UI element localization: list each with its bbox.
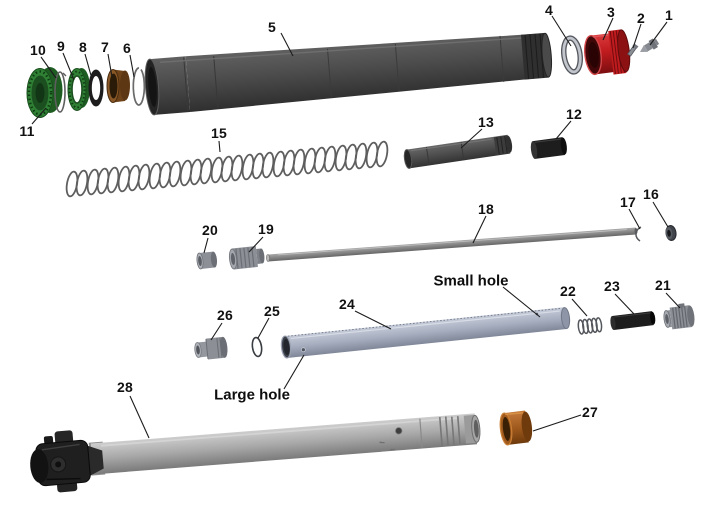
part-9-green-ring bbox=[67, 68, 90, 111]
part-label-15: 15 bbox=[211, 125, 227, 141]
part-label-1: 1 bbox=[665, 7, 673, 23]
part-label-21: 21 bbox=[655, 277, 671, 293]
leader-line-25 bbox=[257, 317, 270, 339]
leader-line-26 bbox=[210, 322, 223, 341]
leader-line-21 bbox=[665, 292, 681, 309]
part-25-o-ring bbox=[251, 336, 263, 358]
part-27-copper-bushing bbox=[499, 410, 533, 446]
part-10-wire-ring bbox=[54, 71, 67, 113]
leader-line-4 bbox=[551, 15, 572, 47]
part-21-ribbed-nut bbox=[663, 303, 695, 330]
leader-line-20 bbox=[203, 237, 209, 254]
part-label-3: 3 bbox=[607, 4, 615, 20]
part-label-26: 26 bbox=[217, 307, 233, 323]
leader-line-10 bbox=[40, 56, 57, 79]
part-23-black-spacer bbox=[610, 311, 656, 330]
part-label-19: 19 bbox=[258, 221, 274, 237]
leader-lines bbox=[31, 15, 681, 439]
part-28-axle-clamp bbox=[30, 430, 104, 493]
part-label-16: 16 bbox=[643, 186, 659, 202]
leader-line-5 bbox=[280, 32, 294, 57]
part-4-silver-o-ring bbox=[560, 35, 584, 75]
leader-line-large-hole bbox=[283, 354, 305, 390]
part-label-2: 2 bbox=[637, 10, 645, 26]
part-28-lower-tube bbox=[88, 413, 481, 476]
leader-line-23 bbox=[614, 293, 635, 315]
leader-line-11 bbox=[31, 107, 47, 125]
part-24-stanchion-tube bbox=[280, 307, 571, 359]
part-label-27: 27 bbox=[582, 404, 598, 420]
leader-line-24 bbox=[354, 310, 392, 330]
part-12-black-sleeve bbox=[530, 137, 567, 159]
leader-line-27 bbox=[532, 414, 582, 432]
part-20-spring-seat bbox=[196, 251, 218, 270]
leader-line-13 bbox=[460, 128, 483, 149]
part-label-28: 28 bbox=[117, 379, 133, 395]
part-label-18: 18 bbox=[478, 201, 494, 217]
leader-line-12 bbox=[555, 120, 572, 140]
part-18-damper-rod bbox=[266, 227, 638, 262]
leader-line-18 bbox=[472, 215, 487, 244]
part-13-damper-body bbox=[403, 134, 513, 169]
small-hole-annotation: Small hole bbox=[433, 272, 509, 290]
leader-line-15 bbox=[218, 140, 221, 153]
leader-line-22 bbox=[571, 298, 588, 317]
part-label-11: 11 bbox=[19, 123, 35, 139]
leader-line-6 bbox=[129, 54, 135, 78]
large-hole-feature bbox=[301, 347, 306, 353]
leader-line-16 bbox=[652, 201, 669, 228]
part-label-22: 22 bbox=[560, 283, 576, 299]
leader-line-small-hole bbox=[502, 286, 541, 318]
part-label-7: 7 bbox=[101, 39, 109, 55]
large-hole-annotation: Large hole bbox=[214, 386, 290, 404]
part-22-rebound-spring bbox=[577, 317, 603, 335]
part-19-ribbed-piston bbox=[228, 246, 265, 270]
part-16-stop-nut bbox=[665, 225, 677, 241]
part-label-5: 5 bbox=[268, 19, 276, 35]
part-3-red-top-cap bbox=[584, 29, 631, 76]
part-label-4: 4 bbox=[545, 2, 553, 18]
part-label-17: 17 bbox=[620, 194, 636, 210]
tube-side-hole bbox=[395, 427, 403, 435]
leader-line-17 bbox=[628, 208, 641, 230]
part-label-10: 10 bbox=[30, 42, 46, 58]
leader-line-9 bbox=[62, 52, 75, 81]
part-label-13: 13 bbox=[478, 114, 494, 130]
part-6-snap-ring bbox=[132, 67, 146, 106]
part-label-6: 6 bbox=[123, 40, 131, 56]
leader-line-1 bbox=[649, 21, 668, 46]
part-label-8: 8 bbox=[79, 39, 87, 55]
part-7-bronze-bushing bbox=[106, 69, 130, 103]
part-label-12: 12 bbox=[566, 106, 582, 122]
part-1-bleed-screw bbox=[640, 38, 660, 52]
leader-line-2 bbox=[632, 23, 642, 49]
leader-line-8 bbox=[84, 53, 93, 80]
part-label-23: 23 bbox=[604, 278, 620, 294]
part-label-20: 20 bbox=[202, 222, 218, 238]
leader-line-19 bbox=[248, 236, 264, 253]
part-label-9: 9 bbox=[57, 38, 65, 54]
part-label-25: 25 bbox=[264, 303, 280, 319]
leader-line-7 bbox=[107, 53, 113, 78]
part-label-24: 24 bbox=[339, 296, 355, 312]
part-26-lower-plug bbox=[194, 336, 228, 360]
leader-line-3 bbox=[602, 17, 614, 41]
part-5-upper-outer-tube bbox=[144, 32, 553, 116]
part-15-main-spring bbox=[64, 139, 390, 199]
leader-line-28 bbox=[129, 395, 150, 439]
